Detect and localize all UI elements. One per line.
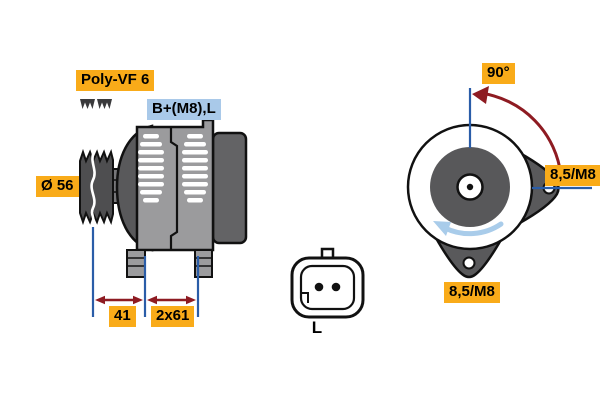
mounting-feet — [126, 249, 213, 278]
connector-inner-outline — [299, 264, 356, 311]
angle-arc-arrow — [479, 91, 563, 177]
pulley-break-line — [90, 151, 96, 224]
rear-housing-block — [211, 131, 248, 245]
rotation-arrow-head — [433, 221, 451, 236]
dimension-41-label: 41 — [109, 306, 136, 327]
connector-notch — [301, 292, 309, 303]
angle-arc-arrow-head — [472, 86, 489, 104]
mount-hole-right-label: 8,5/M8 — [545, 165, 600, 186]
dimension-2x61-label: 2x61 — [151, 306, 195, 327]
rotation-direction-arrow — [442, 221, 504, 237]
pulley-diameter-label: Ø 56 — [36, 176, 79, 197]
connector-outline — [290, 256, 365, 319]
plug-connector — [290, 247, 365, 319]
swing-angle-label: 90° — [482, 63, 515, 84]
mount-hole-bottom-label: 8,5/M8 — [444, 282, 500, 303]
alternator-rear-view — [406, 123, 560, 279]
connector-pin — [314, 282, 324, 292]
alternator-side-view — [79, 99, 248, 278]
connector-pin-label: L — [311, 318, 323, 337]
dimension-extension-lines — [91, 227, 200, 317]
vent-slots-rear — [182, 134, 208, 203]
shaft-center — [466, 183, 474, 191]
dimension-arrow-heads — [95, 295, 196, 305]
pulley — [79, 148, 114, 226]
terminals-label: B+(M8),L — [147, 99, 221, 120]
rear-reference-lines — [468, 88, 592, 190]
housing-seam — [169, 128, 179, 249]
mount-hole-bottom — [462, 256, 476, 270]
connector-pin — [331, 282, 341, 292]
belt-type-label: Poly-VF 6 — [76, 70, 155, 91]
belt-profile-icon — [80, 99, 112, 109]
vent-slots-front — [138, 134, 164, 203]
